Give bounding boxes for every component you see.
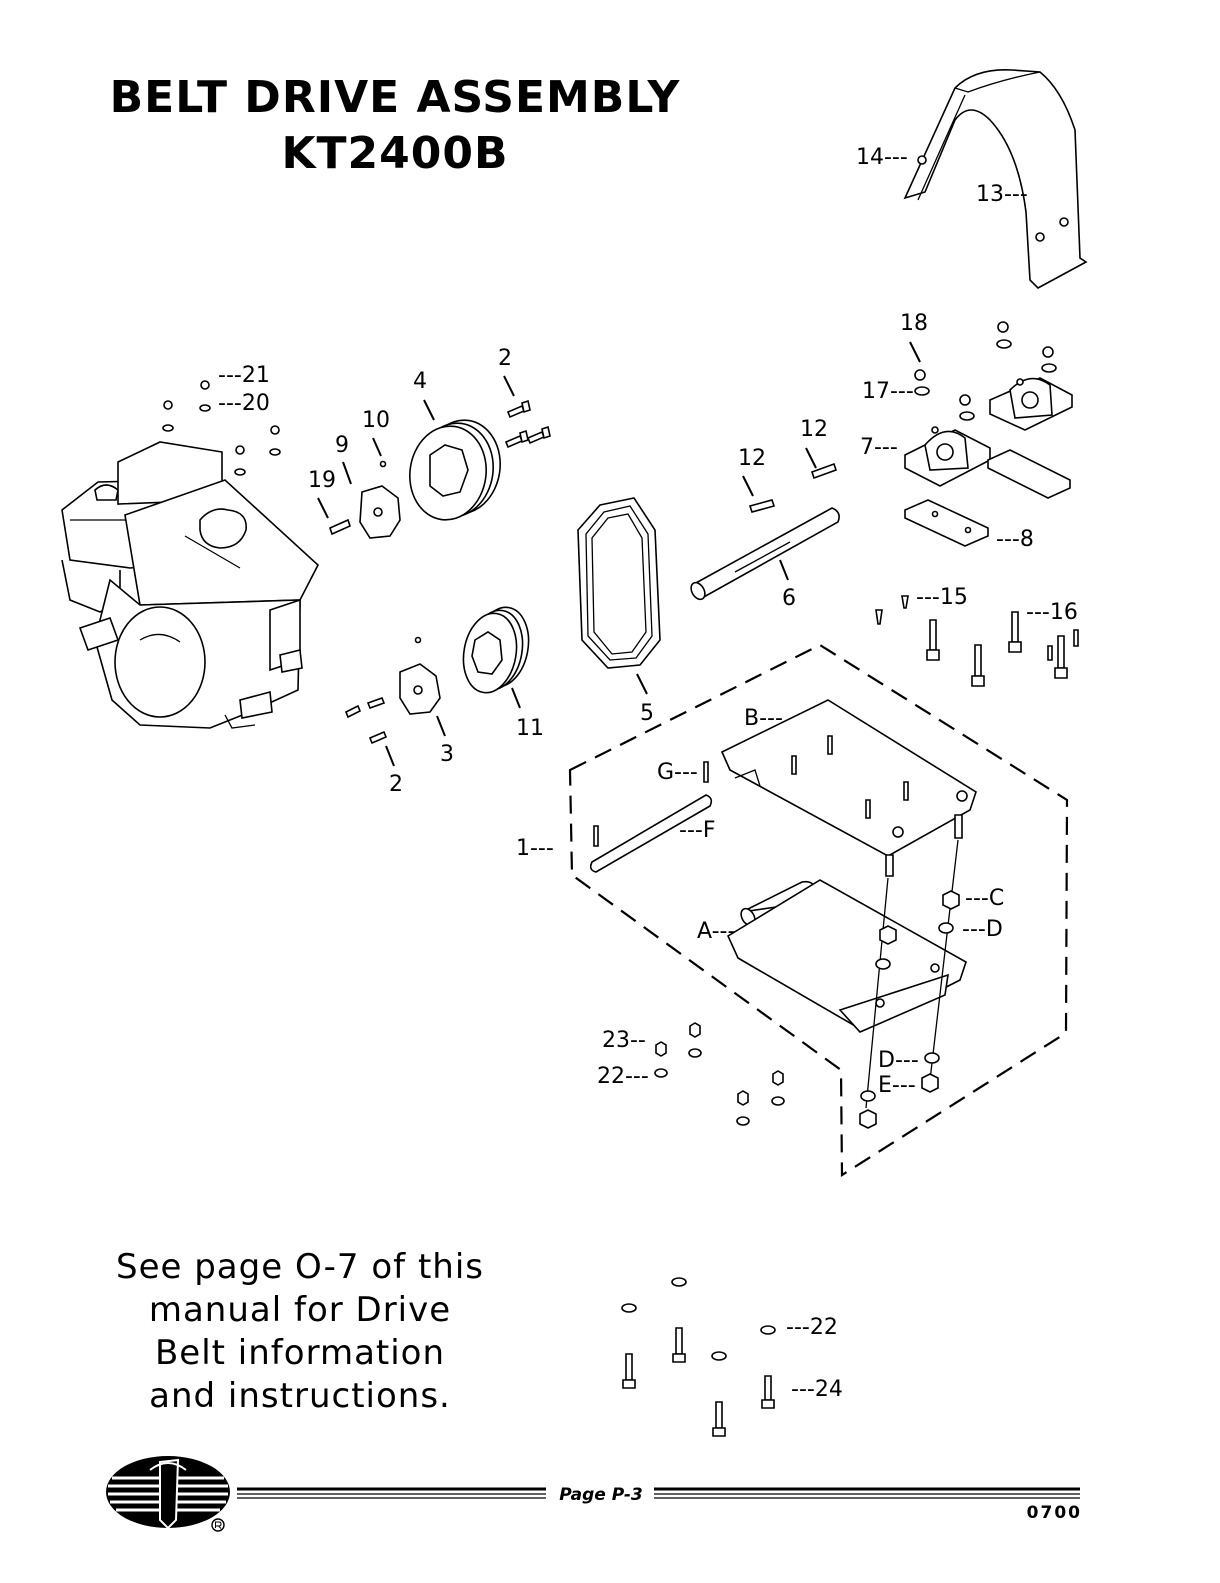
callout-22: 22--- [597, 1064, 649, 1089]
callout-12-right: 12 [800, 417, 828, 442]
callout-8: ---8 [996, 527, 1034, 552]
callout-24: ---24 [791, 1377, 843, 1402]
callout-7: 7--- [860, 435, 898, 460]
callout-12-left: 12 [738, 446, 766, 471]
note-line-1: See page O-7 of this [100, 1246, 500, 1289]
callout-b: B--- [744, 706, 783, 731]
callout-g: G--- [657, 760, 698, 785]
callout-17: 17--- [862, 379, 914, 404]
callout-2-top: 2 [498, 346, 512, 371]
callout-6: 6 [782, 586, 796, 611]
callout-13: 13--- [976, 182, 1028, 207]
callout-14: 14--- [856, 145, 908, 170]
callout-18: 18 [900, 311, 928, 336]
callout-22-lower: ---22 [786, 1315, 838, 1340]
lower-bolts [346, 698, 386, 743]
callout-a: A--- [697, 919, 735, 944]
callout-c: ---C [965, 886, 1004, 911]
upper-bushing [360, 486, 400, 538]
callout-16: ---16 [1026, 600, 1078, 625]
callout-f: ---F [679, 818, 715, 843]
callout-5: 5 [640, 701, 654, 726]
callout-20: ---20 [218, 391, 270, 416]
callout-e: E--- [878, 1073, 916, 1098]
page-number: Page P-3 [548, 1485, 654, 1505]
callout-10: 10 [362, 408, 390, 433]
revision-code: 0700 [1010, 1503, 1082, 1523]
lower-plate [728, 880, 966, 1032]
drive-shaft [688, 508, 839, 602]
belt-guard [905, 70, 1086, 288]
callout-2-bottom: 2 [389, 772, 403, 797]
drive-belt [578, 498, 660, 668]
shaft-keys [750, 464, 836, 512]
note-line-2: manual for Drive [100, 1289, 500, 1332]
engine [62, 442, 318, 728]
lower-pulley [457, 603, 534, 697]
note-line-4: and instructions. [100, 1375, 500, 1418]
callout-19: 19 [308, 468, 336, 493]
pillow-block-bearing-rear [990, 378, 1072, 430]
callout-23: 23-- [602, 1028, 646, 1053]
hardware-22-23 [655, 1023, 784, 1125]
note-line-3: Belt information [100, 1332, 500, 1375]
callout-15: ---15 [916, 585, 968, 610]
pillow-block-bearing-front [905, 427, 990, 486]
callout-21: ---21 [218, 363, 270, 388]
company-logo [106, 1456, 230, 1531]
footer-rules [237, 1489, 1080, 1498]
callout-9: 9 [335, 433, 349, 458]
upper-bolts [506, 401, 550, 447]
callout-1: 1--- [516, 836, 554, 861]
callout-d-right: ---D [962, 917, 1003, 942]
callout-11: 11 [516, 716, 544, 741]
upper-pulley [404, 415, 506, 525]
drive-belt-note: See page O-7 of this manual for Drive Be… [100, 1246, 500, 1418]
hardware-22-24 [622, 1278, 775, 1436]
callout-3: 3 [440, 742, 454, 767]
callout-4: 4 [413, 369, 427, 394]
callout-d-left: D--- [878, 1048, 919, 1073]
callout-labels: 14--- 13--- 18 17--- 7--- ---8 ---15 ---… [218, 145, 1078, 1402]
lower-bushing [400, 638, 440, 715]
